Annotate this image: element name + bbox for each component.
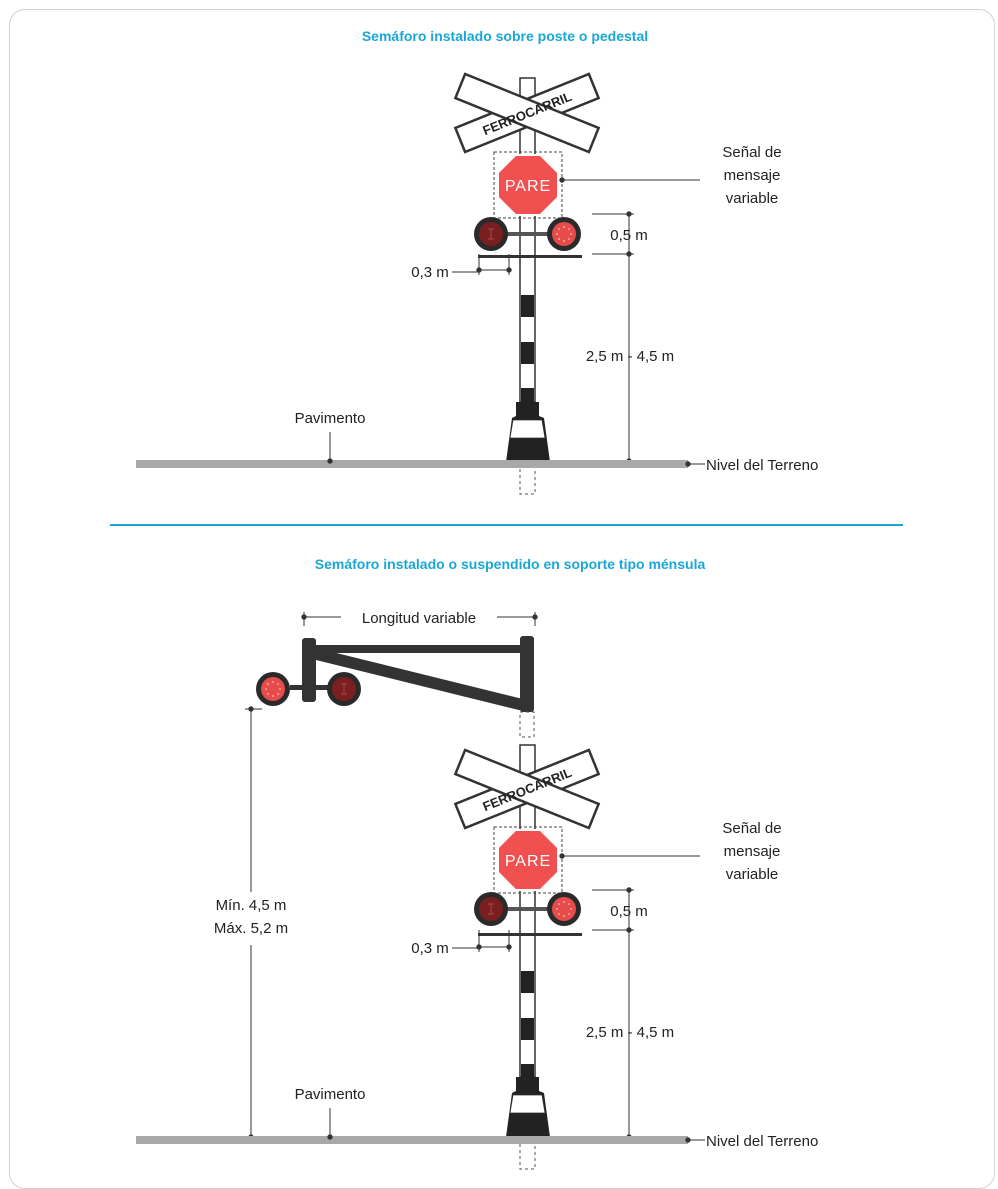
signal-lamp-right-2 [547, 892, 581, 926]
dimension-lines-1 [452, 177, 700, 464]
vms-label-line2-2: mensaje [724, 843, 781, 860]
pavement-label-2: Pavimento [295, 1086, 366, 1103]
stop-sign-1: PARE [497, 154, 559, 216]
dim-height-2: 2,5 m - 4,5 m [586, 1024, 674, 1041]
vms-label-line3-1: variable [726, 190, 779, 207]
vms-frame-1 [493, 151, 563, 219]
dim-height-1: 2,5 m - 4,5 m [586, 348, 674, 365]
ground-label-1: Nivel del Terreno [706, 457, 818, 474]
signal-lamp-right-1 [547, 217, 581, 251]
section2-title: Semáforo instalado o suspendido en sopor… [315, 556, 706, 572]
dim-light-spacing-2: 0,3 m [411, 940, 449, 957]
pavement-1 [136, 460, 688, 468]
dim-overhead-max: Máx. 5,2 m [214, 920, 288, 937]
dim-overhead-min: Mín. 4,5 m [216, 897, 287, 914]
stop-sign-text-2: PARE [505, 853, 551, 870]
stop-sign-text-1: PARE [505, 178, 551, 195]
vms-label-line2-1: mensaje [724, 167, 781, 184]
pavement-2 [136, 1136, 688, 1144]
vms-label-line1-1: Señal de [722, 144, 781, 161]
overhead-lamp-left [256, 672, 290, 706]
vms-label-line1-2: Señal de [722, 820, 781, 837]
cantilever-arm [256, 636, 535, 738]
ground-label-2: Nivel del Terreno [706, 1133, 818, 1150]
signal-lamp-left-2 [473, 891, 509, 927]
vms-label-line3-2: variable [726, 866, 779, 883]
dim-lamp-to-sign-2: 0,5 m [610, 903, 648, 920]
vms-frame-2 [493, 826, 563, 894]
dim-lamp-to-sign-1: 0,5 m [610, 227, 648, 244]
signal-lamp-left-1 [473, 216, 509, 252]
pavement-label-1: Pavimento [295, 410, 366, 427]
arm-length-label: Longitud variable [362, 610, 476, 627]
section1-title: Semáforo instalado sobre poste o pedesta… [362, 28, 648, 44]
pole-assembly-2: FERROCARRIL PARE [454, 744, 600, 1170]
overhead-lamp-right [326, 671, 362, 707]
pole-assembly-1: FERROCARRIL PARE [454, 72, 600, 495]
stop-sign-2: PARE [497, 829, 559, 891]
dim-light-spacing-1: 0,3 m [411, 264, 449, 281]
dimension-lines-2 [245, 706, 700, 1140]
